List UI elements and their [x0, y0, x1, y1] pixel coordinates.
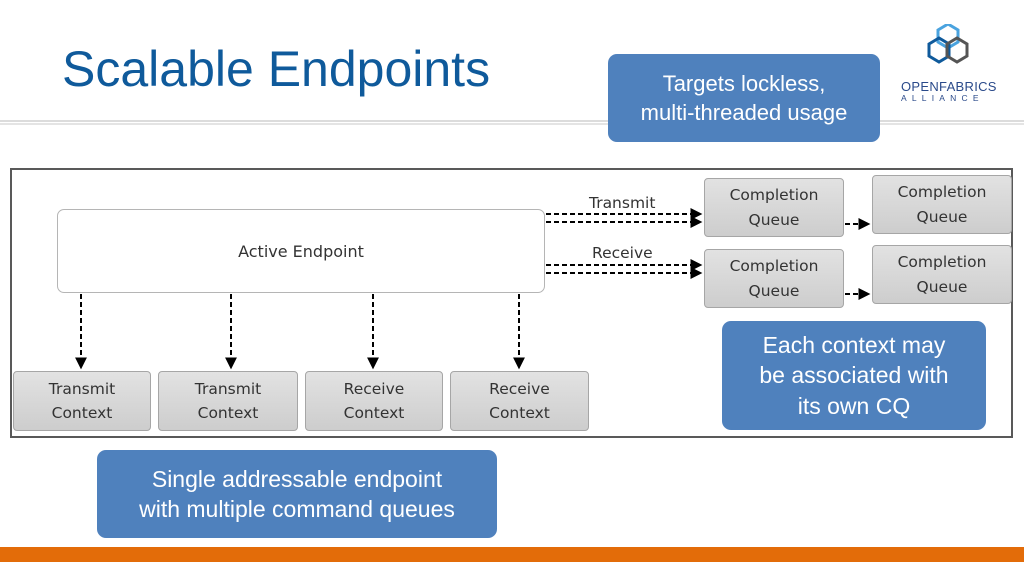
callout-context-cq: Each context may be associated with its … — [722, 321, 986, 430]
context-receive-2: Receive Context — [450, 371, 589, 431]
context-receive-1: Receive Context — [305, 371, 443, 431]
active-endpoint-box: Active Endpoint — [57, 209, 545, 293]
receive-label: Receive — [592, 244, 653, 262]
context-transmit-1: Transmit Context — [13, 371, 151, 431]
transmit-label: Transmit — [589, 194, 656, 212]
logo-text-alliance: ALLIANCE — [901, 93, 984, 103]
context-transmit-2: Transmit Context — [158, 371, 298, 431]
callout-single-endpoint: Single addressable endpoint with multipl… — [97, 450, 497, 538]
completion-queue-receive-1: Completion Queue — [704, 249, 844, 308]
logo-text-openfabrics: OPENFABRICS — [901, 79, 997, 94]
footer-bar — [0, 547, 1024, 562]
completion-queue-transmit-2: Completion Queue — [872, 175, 1012, 234]
slide-title: Scalable Endpoints — [62, 41, 491, 97]
completion-queue-receive-2: Completion Queue — [872, 245, 1012, 304]
active-endpoint-label: Active Endpoint — [238, 241, 364, 261]
openfabrics-logo-icon — [927, 24, 969, 64]
callout-lockless: Targets lockless, multi-threaded usage — [608, 54, 880, 142]
completion-queue-transmit-1: Completion Queue — [704, 178, 844, 237]
